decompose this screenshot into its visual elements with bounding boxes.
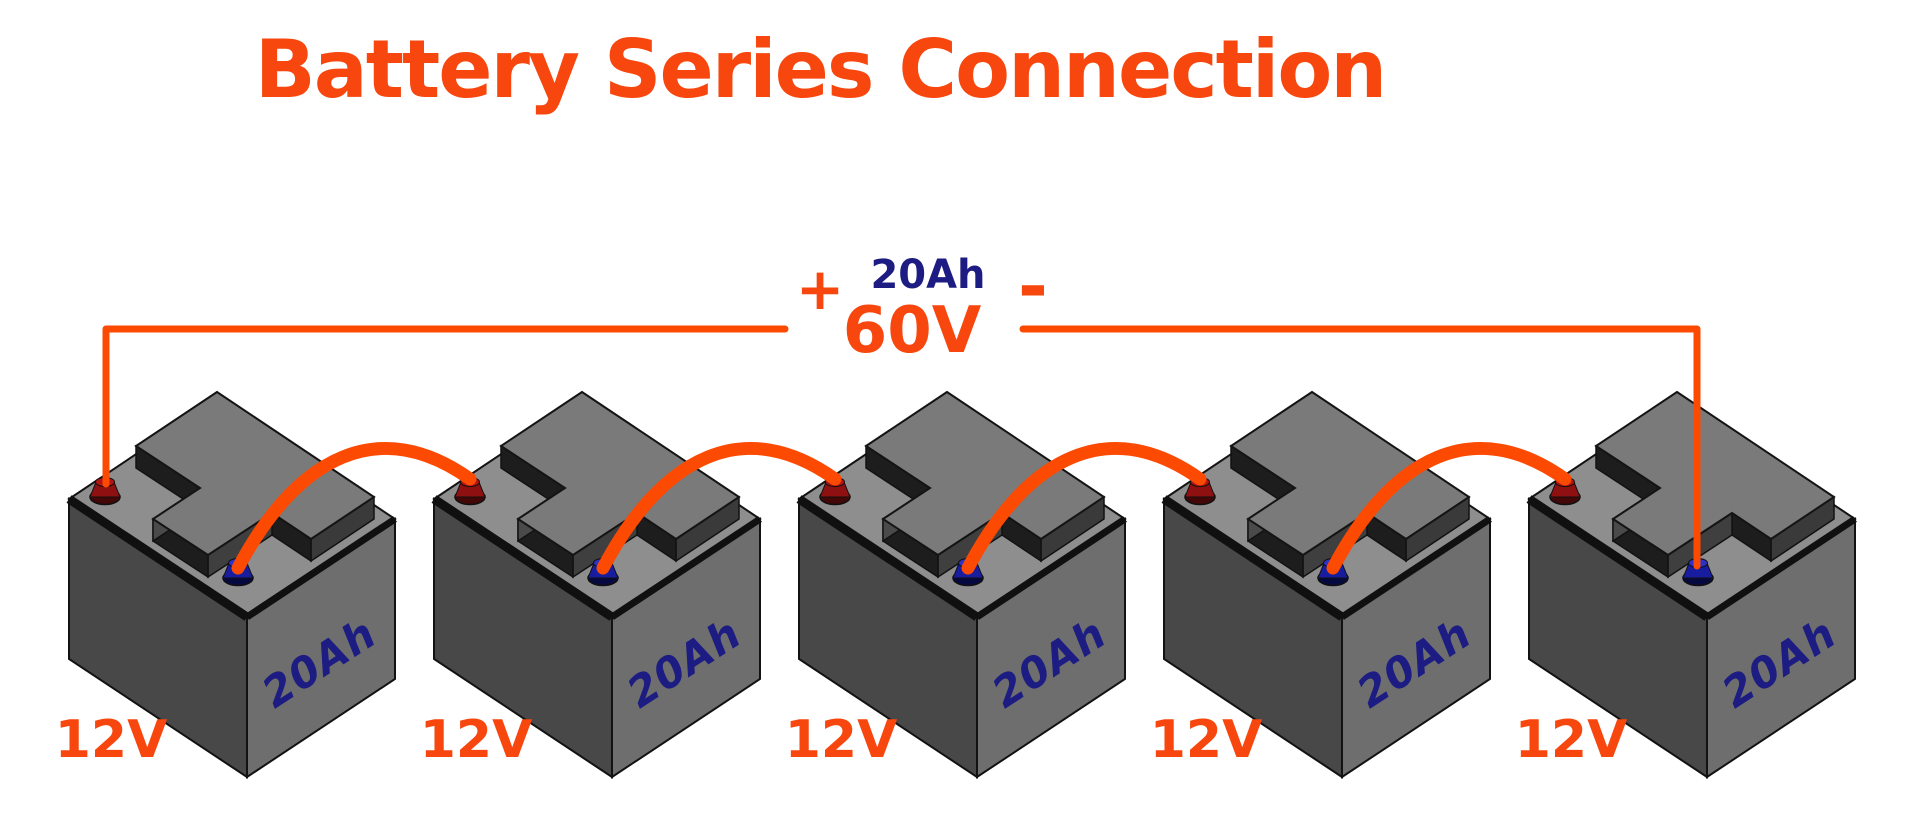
battery-voltage-label: 12V: [785, 710, 898, 770]
battery-3: 12V 20Ah: [785, 390, 1127, 779]
battery-voltage-label: 12V: [420, 710, 533, 770]
battery-shape: [431, 390, 762, 779]
battery-top-bevel: [431, 495, 615, 621]
diagram-title: Battery Series Connection: [255, 23, 1385, 116]
battery-row: 12V 20Ah 12V 20Ah 12V 20Ah 12V 20Ah 12V: [55, 390, 1857, 779]
battery-5: 12V 20Ah: [1515, 390, 1857, 779]
series-jumper-wire-1: [231, 442, 477, 575]
series-jumper-wire-2: [596, 442, 842, 575]
battery-block-top: [1594, 390, 1836, 557]
battery-top-bevel: [1161, 495, 1345, 621]
battery-top-bevel: [1705, 516, 1857, 620]
battery-top-bevel: [796, 495, 980, 621]
series-jumper-wire-4: [1326, 442, 1572, 575]
output-capacity-label: 20Ah: [870, 252, 985, 298]
battery-top-bevel: [1526, 495, 1710, 621]
battery-top-bevel: [610, 516, 762, 620]
wiring: [102, 325, 1701, 575]
battery-block-top: [134, 390, 376, 557]
positive-sign-label: +: [796, 255, 845, 323]
negative-sign-label: -: [1018, 244, 1048, 328]
battery-top-bevel: [1340, 516, 1492, 620]
output-summary: + 20Ah - 60V: [796, 244, 1048, 368]
positive-lead-wire: [102, 325, 789, 488]
battery-shape: [796, 390, 1127, 779]
battery-shape: [1161, 390, 1492, 779]
battery-block-top: [1229, 390, 1471, 557]
battery-voltage-label: 12V: [55, 710, 168, 770]
battery-top-bevel: [66, 495, 250, 621]
battery-voltage-label: 12V: [1150, 710, 1263, 770]
negative-terminal: [1682, 558, 1714, 587]
negative-lead-wire: [1019, 325, 1701, 570]
battery-shape: [1526, 390, 1857, 779]
battery-top-bevel: [245, 516, 397, 620]
battery-block-top: [499, 390, 741, 557]
battery-2: 12V 20Ah: [420, 390, 762, 779]
battery-block-top: [864, 390, 1106, 557]
battery-4: 12V 20Ah: [1150, 390, 1492, 779]
output-voltage-label: 60V: [843, 294, 982, 368]
negative-terminal: [1317, 558, 1349, 587]
battery-top-bevel: [975, 516, 1127, 620]
battery-voltage-label: 12V: [1515, 710, 1628, 770]
series-jumper-wire-3: [961, 442, 1207, 575]
